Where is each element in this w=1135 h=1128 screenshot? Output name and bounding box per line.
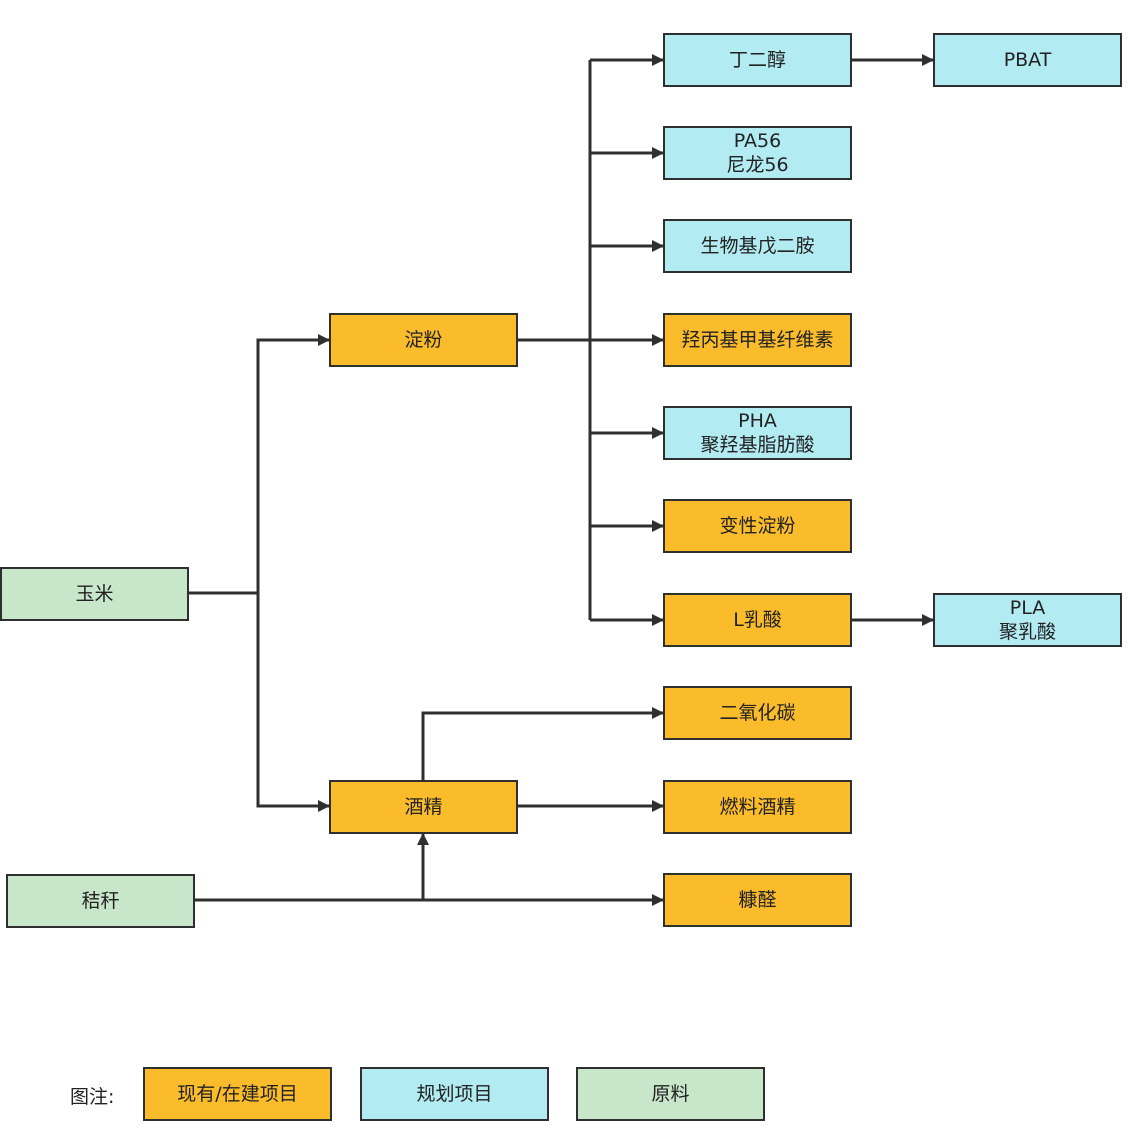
legend-existing: 现有/在建项目 [143,1067,332,1121]
node-butanediol: 丁二醇 [663,33,852,87]
edge-corn-starch [256,334,330,593]
legend-raw-label: 原料 [651,1083,690,1105]
legend-existing-label: 现有/在建项目 [177,1083,298,1105]
node-hpmc-label: 羟丙基甲基纤维素 [681,329,834,351]
node-starch: 淀粉 [329,313,518,367]
node-hpmc: 羟丙基甲基纤维素 [663,313,852,367]
legend-planned-label: 规划项目 [416,1083,493,1105]
node-corn-label: 玉米 [75,583,114,605]
edge-corn-alcohol [256,593,330,812]
node-pa56-line2: 尼龙56 [726,154,789,176]
node-pla-line2: 聚乳酸 [998,621,1056,643]
node-pbat: PBAT [933,33,1122,87]
node-co2-label: 二氧化碳 [719,702,796,724]
node-alcohol-label: 酒精 [404,796,443,818]
node-pla-line1: PLA [1009,597,1046,619]
node-pla: PLA 聚乳酸 [933,593,1122,647]
node-pa56: PA56 尼龙56 [663,126,852,180]
node-modified-starch-label: 变性淀粉 [719,515,796,537]
node-corn: 玉米 [0,567,189,621]
node-straw-label: 秸秆 [81,890,120,912]
node-pentanediamine: 生物基戊二胺 [663,219,852,273]
node-alcohol: 酒精 [329,780,518,834]
edge-alcohol-co2 [421,707,664,780]
node-furfural-label: 糠醛 [738,889,777,911]
node-pha-line2: 聚羟基脂肪酸 [700,434,815,456]
node-straw: 秸秆 [6,874,195,928]
node-starch-label: 淀粉 [404,329,443,351]
node-pha-line1: PHA [738,410,777,432]
node-pbat-label: PBAT [1003,49,1052,71]
node-pentanediamine-label: 生物基戊二胺 [700,235,815,257]
node-co2: 二氧化碳 [663,686,852,740]
node-modified-starch: 变性淀粉 [663,499,852,553]
node-pa56-line1: PA56 [733,130,782,152]
legend-label: 图注: [70,1086,115,1108]
node-fuel-alcohol: 燃料酒精 [663,780,852,834]
node-l-lactic-label: L乳酸 [733,609,782,631]
node-butanediol-label: 丁二醇 [728,49,786,71]
legend-raw: 原料 [576,1067,765,1121]
node-pha: PHA 聚羟基脂肪酸 [663,406,852,460]
legend-planned: 规划项目 [360,1067,549,1121]
node-furfural: 糠醛 [663,873,852,927]
node-fuel-alcohol-label: 燃料酒精 [719,796,796,818]
node-l-lactic: L乳酸 [663,593,852,647]
